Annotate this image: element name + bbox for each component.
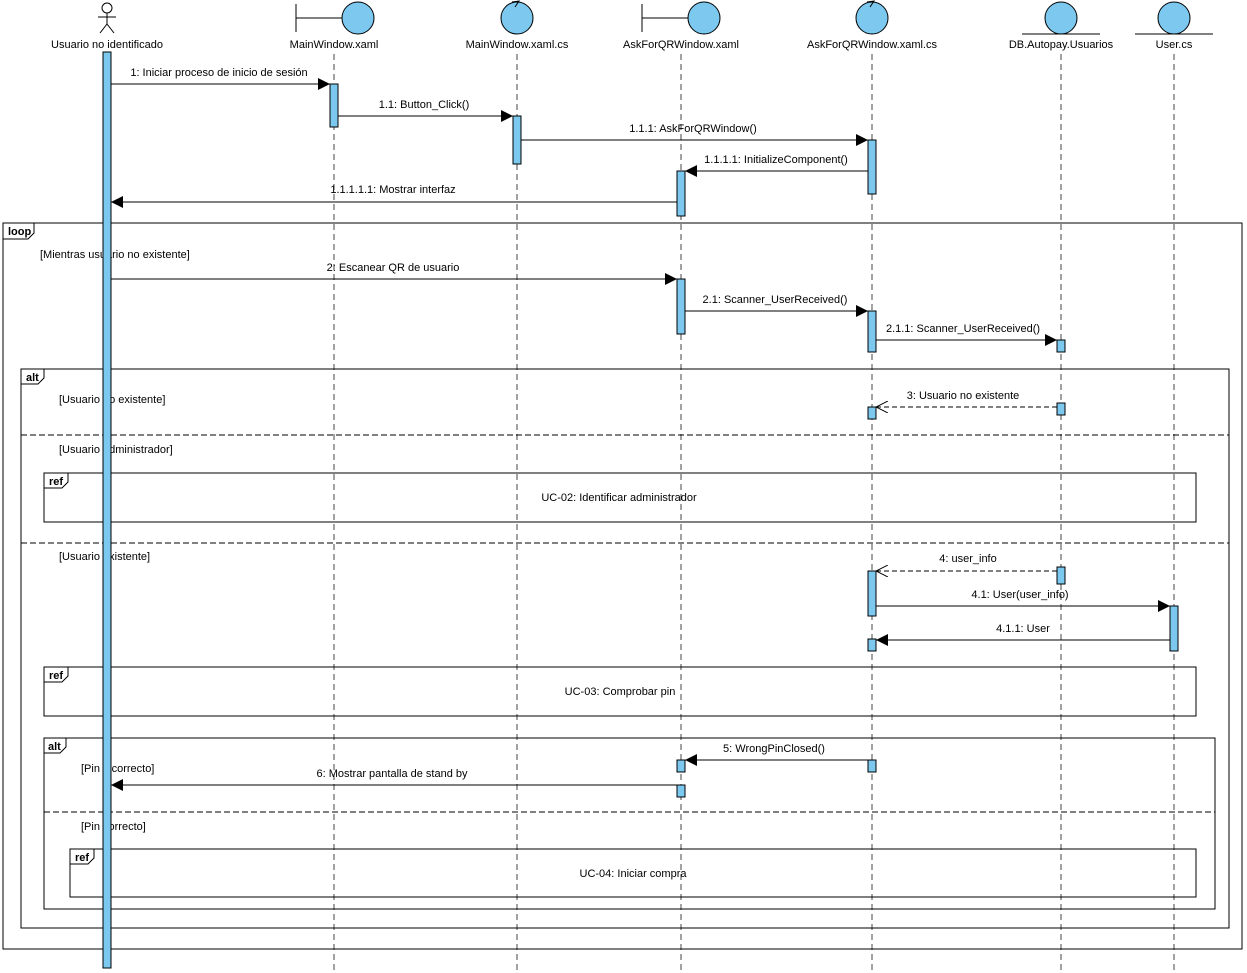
- fragment-operator: ref: [49, 476, 63, 488]
- message-label: 1.1.1.1: InitializeComponent(): [704, 154, 848, 166]
- fragment-guard: [Pin incorrecto]: [81, 763, 154, 775]
- boundary-icon: [295, 1, 375, 35]
- activation-bar: [512, 115, 522, 165]
- ref-text: UC-04: Iniciar compra: [580, 868, 688, 880]
- participant-name: Usuario no identificado: [51, 39, 163, 51]
- activation-bar: [867, 759, 877, 773]
- activation-bar: [867, 570, 877, 617]
- message-label: 6: Mostrar pantalla de stand by: [316, 768, 468, 780]
- ref-text: UC-02: Identificar administrador: [541, 492, 697, 504]
- message-label: 2.1: Scanner_UserReceived(): [703, 294, 848, 306]
- fragment-operator: ref: [49, 670, 63, 682]
- activation-bar: [676, 759, 686, 773]
- activation-bar: [676, 170, 686, 217]
- alt-fragment: [43, 737, 1216, 910]
- fragment-guard: [Usuario no existente]: [59, 394, 165, 406]
- control-icon: [500, 0, 534, 35]
- boundary-icon: [641, 1, 721, 35]
- entity-icon: [1022, 1, 1100, 35]
- activation-bar: [329, 83, 339, 128]
- alt-fragment: [20, 368, 1230, 929]
- message-label: 1.1.1: AskForQRWindow(): [629, 123, 757, 135]
- fragment-operator: ref: [75, 852, 89, 864]
- fragment-operator: alt: [48, 741, 61, 753]
- activation-bar: [676, 278, 686, 335]
- entity-icon: [1135, 1, 1213, 35]
- message-label: 4.1: User(user_info): [971, 589, 1068, 601]
- message-label: 3: Usuario no existente: [907, 390, 1020, 402]
- activation-bar: [867, 638, 877, 652]
- participant-name: AskForQRWindow.xaml.cs: [807, 39, 937, 51]
- fragment-tab: [20, 368, 45, 385]
- activation-bar: [867, 406, 877, 420]
- message-label: 4: user_info: [939, 553, 996, 565]
- loop-fragment: [2, 222, 1243, 950]
- activation-bar: [867, 139, 877, 195]
- message-label: 1.1.1.1.1: Mostrar interfaz: [330, 184, 455, 196]
- fragment-tab: [2, 222, 35, 240]
- fragment-tab: [69, 848, 95, 865]
- participant-name: MainWindow.xaml.cs: [466, 39, 569, 51]
- fragment-operator: alt: [26, 372, 39, 384]
- message-label: 4.1.1: User: [996, 623, 1050, 635]
- participant-name: User.cs: [1156, 39, 1193, 51]
- message-label: 5: WrongPinClosed(): [723, 743, 825, 755]
- actor-icon: [98, 2, 116, 34]
- fragment-guard: [Pin correcto]: [81, 821, 146, 833]
- message-label: 1.1: Button_Click(): [379, 99, 469, 111]
- fragment-guard: [Usuario administrador]: [59, 444, 173, 456]
- fragment-tab: [43, 472, 69, 489]
- message-label: 2: Escanear QR de usuario: [327, 262, 460, 274]
- activation-bar: [1169, 605, 1179, 652]
- message-label: 1: Iniciar proceso de inicio de sesión: [130, 67, 307, 79]
- ref-fragment: [69, 848, 1197, 898]
- fragment-guard: [Mientras usuario no existente]: [40, 249, 190, 261]
- participant-name: MainWindow.xaml: [290, 39, 379, 51]
- ref-fragment: [43, 666, 1197, 717]
- participant-name: DB.Autopay.Usuarios: [1009, 39, 1114, 51]
- activation-bar: [1056, 566, 1066, 585]
- control-icon: [855, 0, 889, 35]
- fragment-operator: loop: [8, 226, 31, 238]
- ref-text: UC-03: Comprobar pin: [565, 686, 676, 698]
- participant-name: AskForQRWindow.xaml: [623, 39, 739, 51]
- ref-fragment: [43, 472, 1197, 523]
- activation-bar: [676, 784, 686, 798]
- activation-bar: [867, 310, 877, 353]
- fragment-tab: [43, 666, 69, 683]
- activation-bar: [1056, 339, 1066, 353]
- activation-bar: [102, 51, 112, 969]
- fragment-tab: [43, 737, 67, 754]
- message-label: 2.1.1: Scanner_UserReceived(): [886, 323, 1040, 335]
- activation-bar: [1056, 402, 1066, 416]
